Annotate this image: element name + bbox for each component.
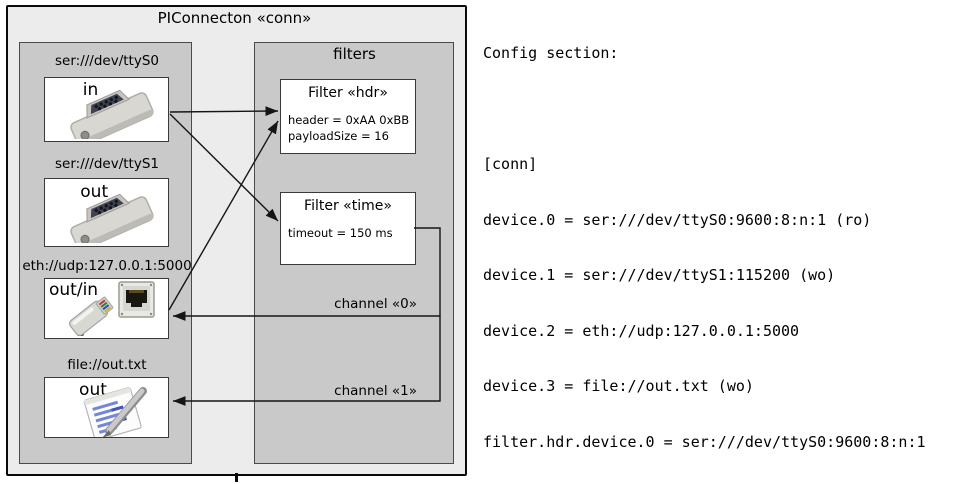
filter-box-time: Filter «time» timeout = 150 ms [280,192,416,265]
filter-property: header = 0xAA 0xBB [288,113,410,127]
filter-title: Filter «time» [304,198,392,214]
config-line: [conn] [483,155,538,173]
device-label-ttys1: ser:///dev/ttyS1 [55,156,159,172]
config-line: device.1 = ser:///dev/ttyS1:115200 (wo) [483,266,836,284]
device-label-ttys0: ser:///dev/ttyS0 [55,53,159,69]
filter-box-hdr: Filter «hdr» header = 0xAA 0xBB payloadS… [280,79,416,154]
filter-title: Filter «hdr» [308,85,388,101]
config-line: device.2 = eth://udp:127.0.0.1:5000 [483,321,800,340]
device-label-file: file://out.txt [67,357,147,373]
config-lines: [conn] device.0 = ser:///dev/ttyS0:9600:… [483,118,935,484]
channel-0-label: channel «0» [334,296,417,312]
config-heading: Config section: [483,44,619,62]
filter-property: payloadSize = 16 [288,129,389,143]
notepad-pen-icon [83,387,147,437]
config-section: Config section: [conn] device.0 = ser://… [483,7,935,484]
device-box-eth: out/in [44,278,169,339]
device-box-file: out [44,377,169,438]
device-box-ttys0: in [44,77,169,142]
serial-connector-icon [70,89,154,139]
ethernet-connector-icon [67,281,155,336]
filter-property: timeout = 150 ms [288,226,393,240]
filters-panel-label: filters [333,45,376,63]
device-direction: out/in [49,280,99,300]
device-direction: out [80,182,109,202]
frame-bottom-tick [235,473,238,482]
device-direction: in [82,80,99,100]
serial-connector-icon [70,193,154,243]
config-line: device.3 = file://out.txt (wo) [483,377,754,395]
config-line: device.0 = ser:///dev/ttyS0:9600:8:n:1 (… [483,210,872,229]
device-box-ttys1: out [44,178,169,247]
device-label-eth: eth://udp:127.0.0.1:5000 [22,258,192,274]
channel-1-label: channel «1» [334,383,417,399]
config-line: filter.hdr.device.0 = ser:///dev/ttyS0:9… [483,432,926,451]
device-direction: out [79,380,107,400]
diagram-title: PIConnecton «conn» [157,9,312,27]
